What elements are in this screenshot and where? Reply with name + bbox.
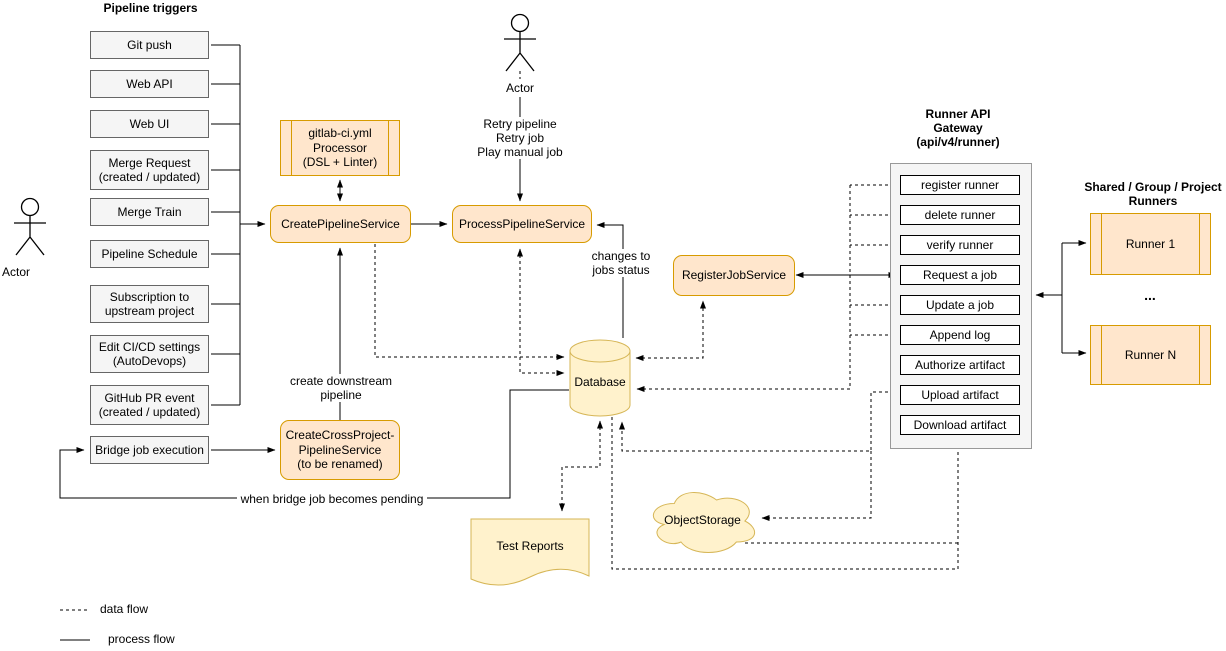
edge-gateway-calls-trunk	[849, 184, 900, 389]
test-reports-shape: Test Reports	[470, 518, 590, 593]
create-downstream-label: create downstream pipeline	[284, 374, 398, 403]
actor-figure-top	[504, 13, 536, 72]
database-shape: Database	[569, 339, 631, 417]
changes-jobs-status-label: changes to jobs status	[583, 249, 659, 278]
endpoint-authorize-artifact: Authorize artifact	[900, 355, 1020, 375]
database-label: Database	[574, 375, 626, 389]
actor-figure-left	[14, 197, 46, 256]
trigger-bridge-job-execution: Bridge job execution	[90, 436, 209, 464]
runner-gateway-title: Runner API Gateway (api/v4/runner)	[916, 107, 1000, 150]
document-icon	[470, 518, 590, 586]
actor-left-label: Actor	[2, 265, 31, 279]
actor-head	[20, 197, 40, 217]
actor-figures	[14, 13, 536, 256]
actor-head	[510, 13, 530, 33]
endpoint-register-runner: register runner	[900, 175, 1020, 195]
cloud-icon	[652, 492, 755, 553]
edge-database-testreports	[559, 420, 603, 512]
edge-triggers-bracket	[211, 44, 241, 406]
endpoint-request-job: Request a job	[900, 265, 1020, 285]
create-pipeline-service-box: CreatePipelineService	[270, 205, 411, 243]
trigger-git-push: Git push	[90, 31, 209, 59]
endpoint-verify-runner: verify runner	[900, 235, 1020, 255]
trigger-merge-request: Merge Request (created / updated)	[90, 150, 209, 190]
register-job-service-box: RegisterJobService	[673, 255, 795, 296]
actor-body	[14, 215, 46, 256]
object-storage-shape: ObjectStorage	[645, 485, 760, 557]
endpoint-upload-artifact: Upload artifact	[900, 385, 1020, 405]
trigger-web-api: Web API	[90, 70, 209, 98]
data-flow-edges	[60, 71, 961, 611]
edge-database-to-download	[611, 417, 961, 570]
trigger-pipeline-schedule: Pipeline Schedule	[90, 240, 209, 268]
endpoint-download-artifact: Download artifact	[900, 415, 1020, 435]
trigger-merge-train: Merge Train	[90, 198, 209, 226]
database-cylinder-icon	[569, 339, 631, 417]
yml-processor-box: gitlab-ci.yml Processor (DSL + Linter)	[280, 120, 400, 176]
edge-createpipeline-database	[374, 244, 565, 360]
endpoint-update-job: Update a job	[900, 295, 1020, 315]
trigger-github-pr-event: GitHub PR event (created / updated)	[90, 385, 209, 425]
actor-top-label: Actor	[505, 81, 534, 95]
process-pipeline-service-box: ProcessPipelineService	[452, 205, 592, 243]
when-bridge-pending-label: when bridge job becomes pending	[237, 492, 427, 507]
runners-ellipsis: ...	[1144, 287, 1156, 303]
edge-upload-to-objectstorage	[761, 451, 872, 521]
edge-processpipeline-database	[517, 248, 565, 376]
runner-n-box: Runner N	[1090, 325, 1211, 385]
edge-upload-to-database	[619, 391, 900, 452]
test-reports-label: Test Reports	[496, 539, 564, 553]
object-storage-label: ObjectStorage	[664, 513, 741, 527]
trigger-web-ui: Web UI	[90, 110, 209, 138]
legend-process-flow-label: process flow	[108, 632, 175, 646]
shared-runners-title: Shared / Group / Project Runners	[1084, 180, 1222, 209]
endpoint-delete-runner: delete runner	[900, 205, 1020, 225]
legend-data-flow-label: data flow	[100, 602, 149, 616]
edge-database-registerjob	[635, 300, 706, 361]
actor-body	[504, 31, 536, 72]
trigger-edit-cicd-settings: Edit CI/CD settings (AutoDevops)	[90, 335, 209, 373]
pipeline-triggers-title: Pipeline triggers	[103, 1, 198, 15]
endpoint-append-log: Append log	[900, 325, 1020, 345]
retry-actions-label: Retry pipeline Retry job Play manual job	[468, 117, 572, 160]
edge-database-to-processpipeline	[596, 222, 624, 338]
runner-1-box: Runner 1	[1090, 213, 1211, 275]
create-cross-project-service-box: CreateCrossProject- PipelineService (to …	[280, 420, 400, 480]
trigger-subscription-upstream: Subscription to upstream project	[90, 285, 209, 323]
